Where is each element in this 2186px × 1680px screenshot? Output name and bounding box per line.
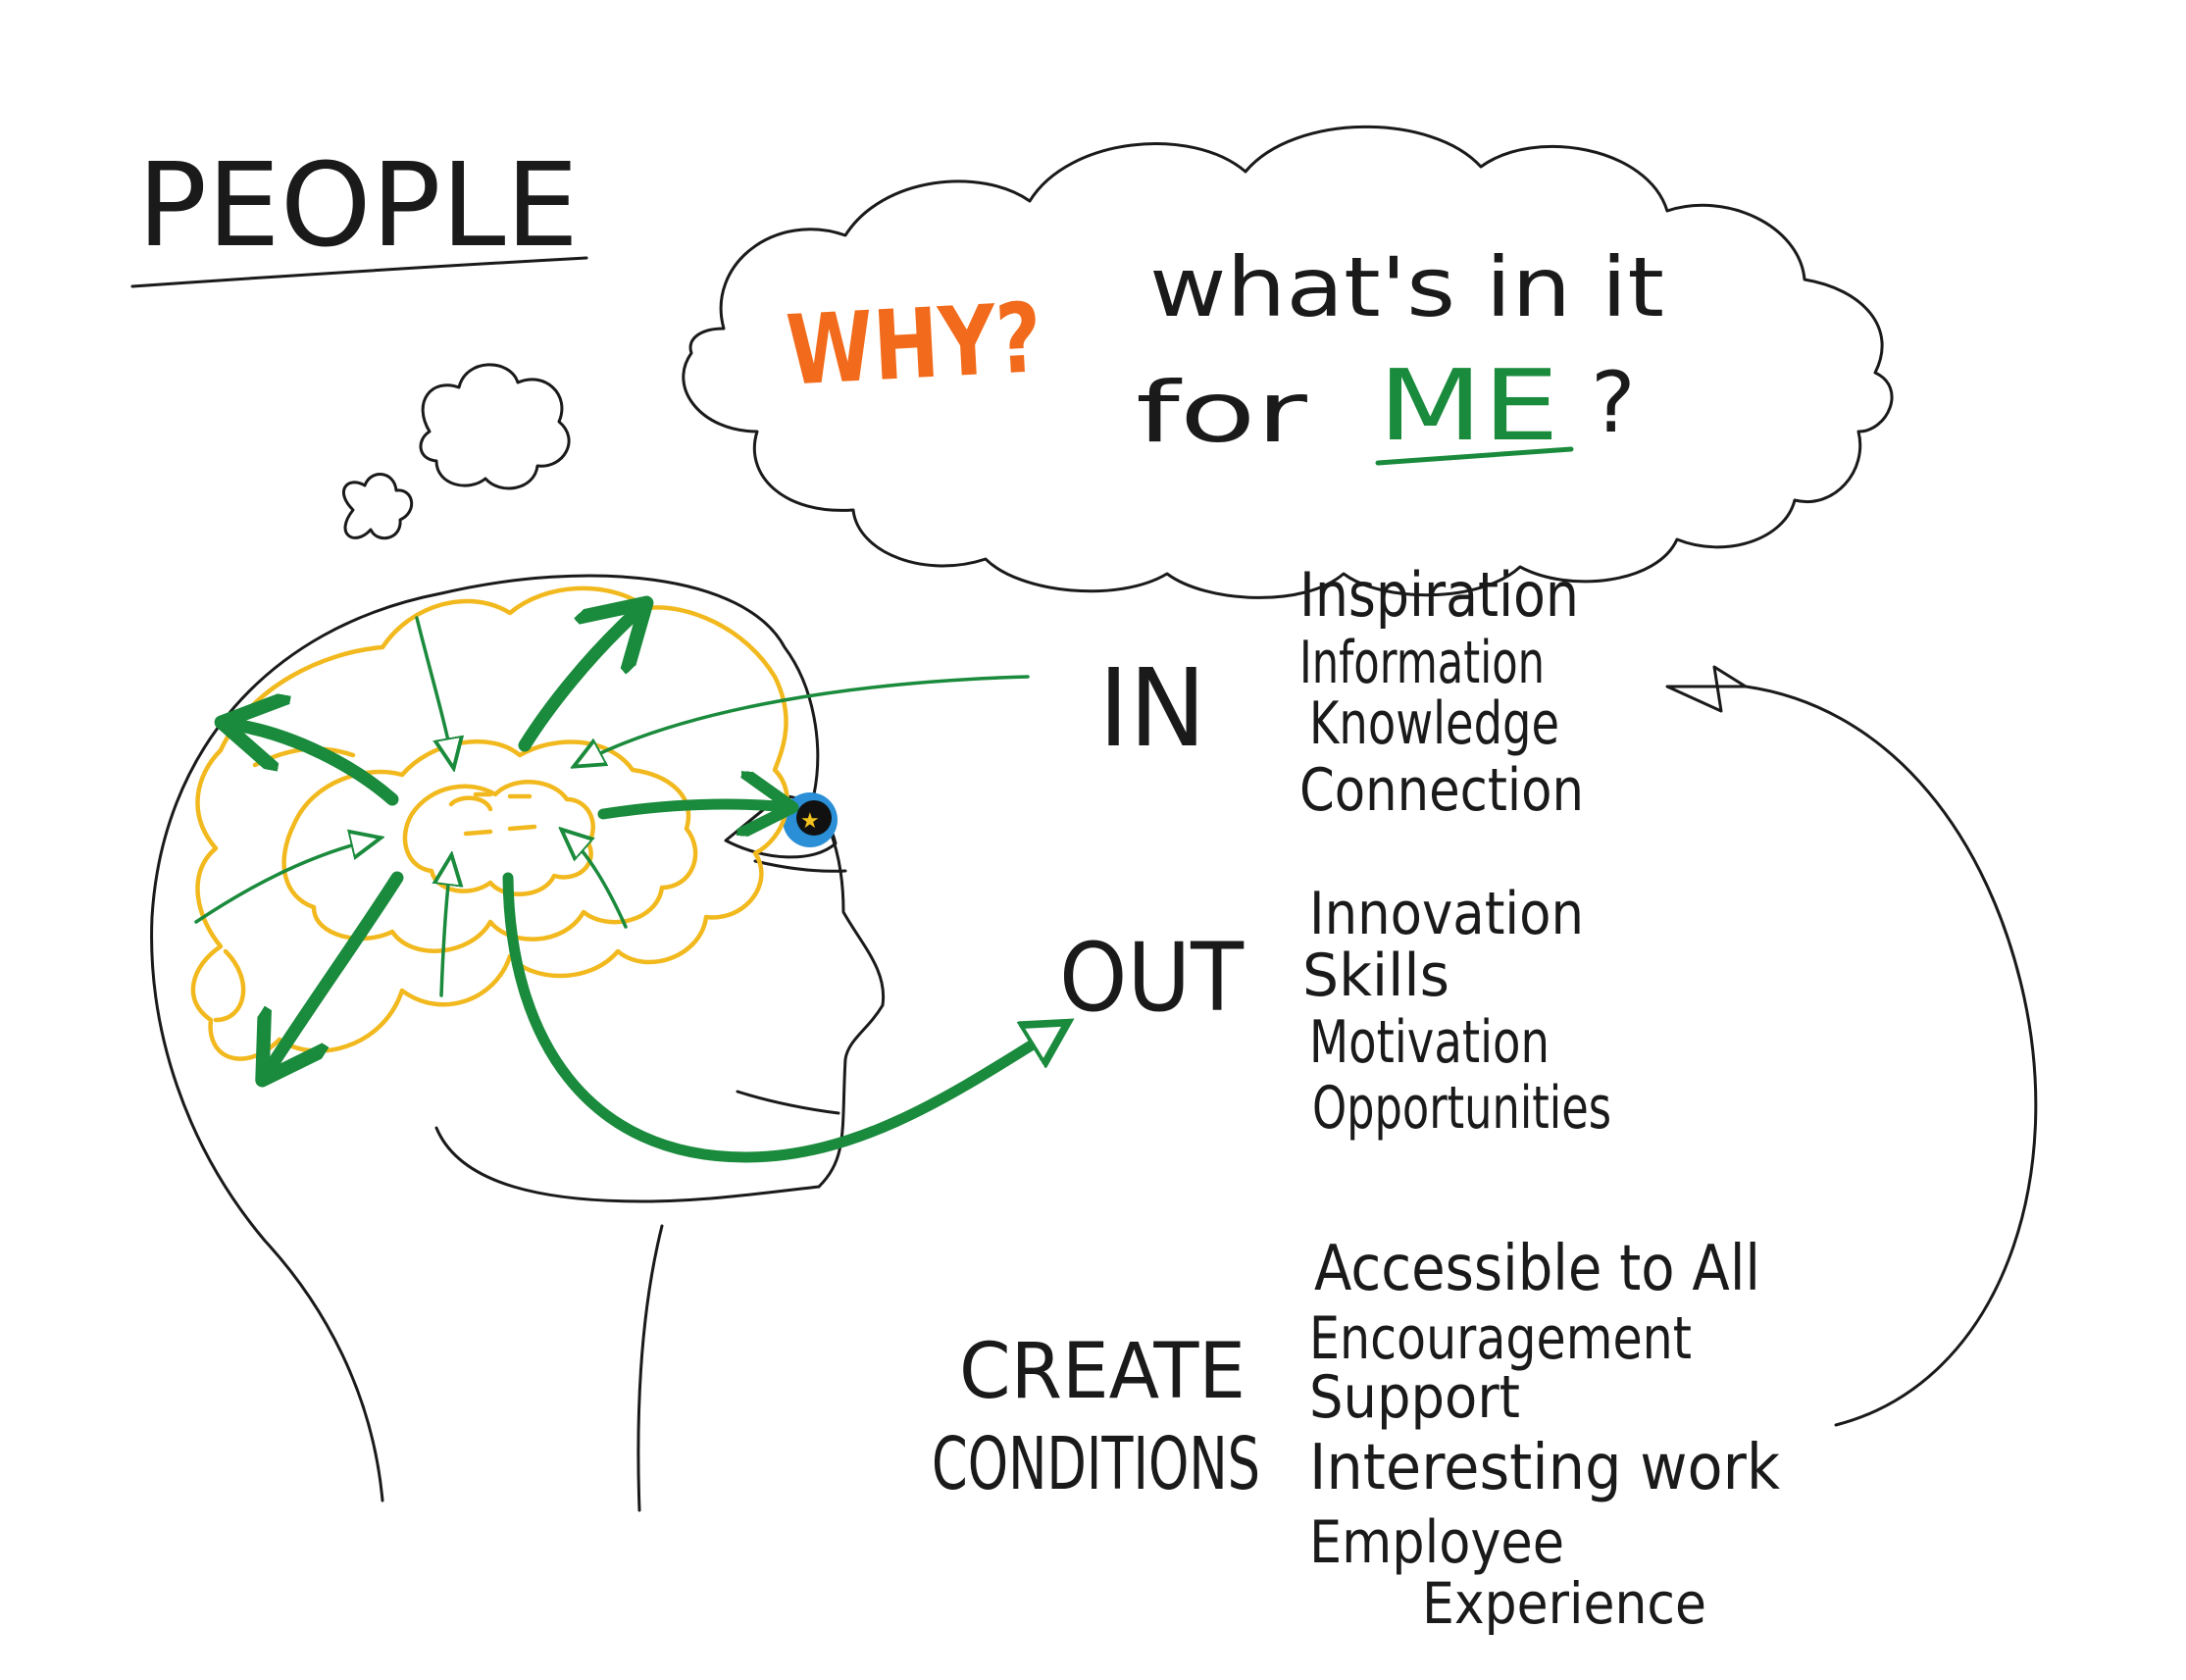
arrow-in-from-lower-right [564,832,626,927]
condition-item-4: Interesting work [1309,1432,1780,1504]
in-item-4: Connection [1299,756,1584,825]
condition-item-1: Accessible to All [1314,1233,1760,1305]
condition-item-3: Support [1309,1363,1520,1432]
arrow-out [508,878,1064,1157]
eye-lower-lid [755,861,845,871]
head-outline [152,576,884,1501]
out-item-4: Opportunities [1312,1074,1611,1143]
why-heading: WHY? [784,282,1044,407]
arrow-down-left [273,878,397,1064]
page-title: PEOPLE [137,137,579,273]
out-label: OUT [1059,923,1244,1033]
out-item-2: Skills [1302,942,1449,1010]
brain-arrows [196,616,1064,1157]
in-item-2: Information [1299,629,1545,697]
question-mark: ? [1591,354,1636,452]
me-word: ME [1378,348,1559,463]
arrow-in-from-eye-line [577,677,1028,765]
in-label: IN [1098,645,1206,771]
brain-scribble [193,588,788,1059]
out-item-1: Innovation [1309,880,1584,948]
arrow-in-from-top [417,618,453,765]
cloud-line-1: what's in it [1149,239,1664,335]
arrow-in-from-bottom [441,858,451,995]
eye-icon: ★ [783,792,838,847]
conditions-label-1: CREATE [959,1328,1246,1416]
jaw-line [436,1128,819,1201]
mouth-line [737,1092,839,1113]
thought-bubble-small [343,475,411,538]
conditions-label-2: CONDITIONS [932,1422,1260,1506]
svg-text:★: ★ [800,809,820,834]
cloud-line-2-prefix: for [1136,364,1308,462]
feedback-loop-arrow [1746,687,2036,1425]
head-back-neck [638,1226,662,1510]
thought-bubble-medium [421,365,569,488]
condition-item-5: Employee [1309,1508,1564,1577]
condition-item-6: Experience [1422,1570,1706,1637]
in-item-1: Inspiration [1299,559,1579,631]
feedback-arrowhead [1667,667,1746,711]
in-item-3: Knowledge [1309,689,1559,758]
arrow-up-right [525,616,633,745]
out-item-3: Motivation [1309,1008,1550,1077]
